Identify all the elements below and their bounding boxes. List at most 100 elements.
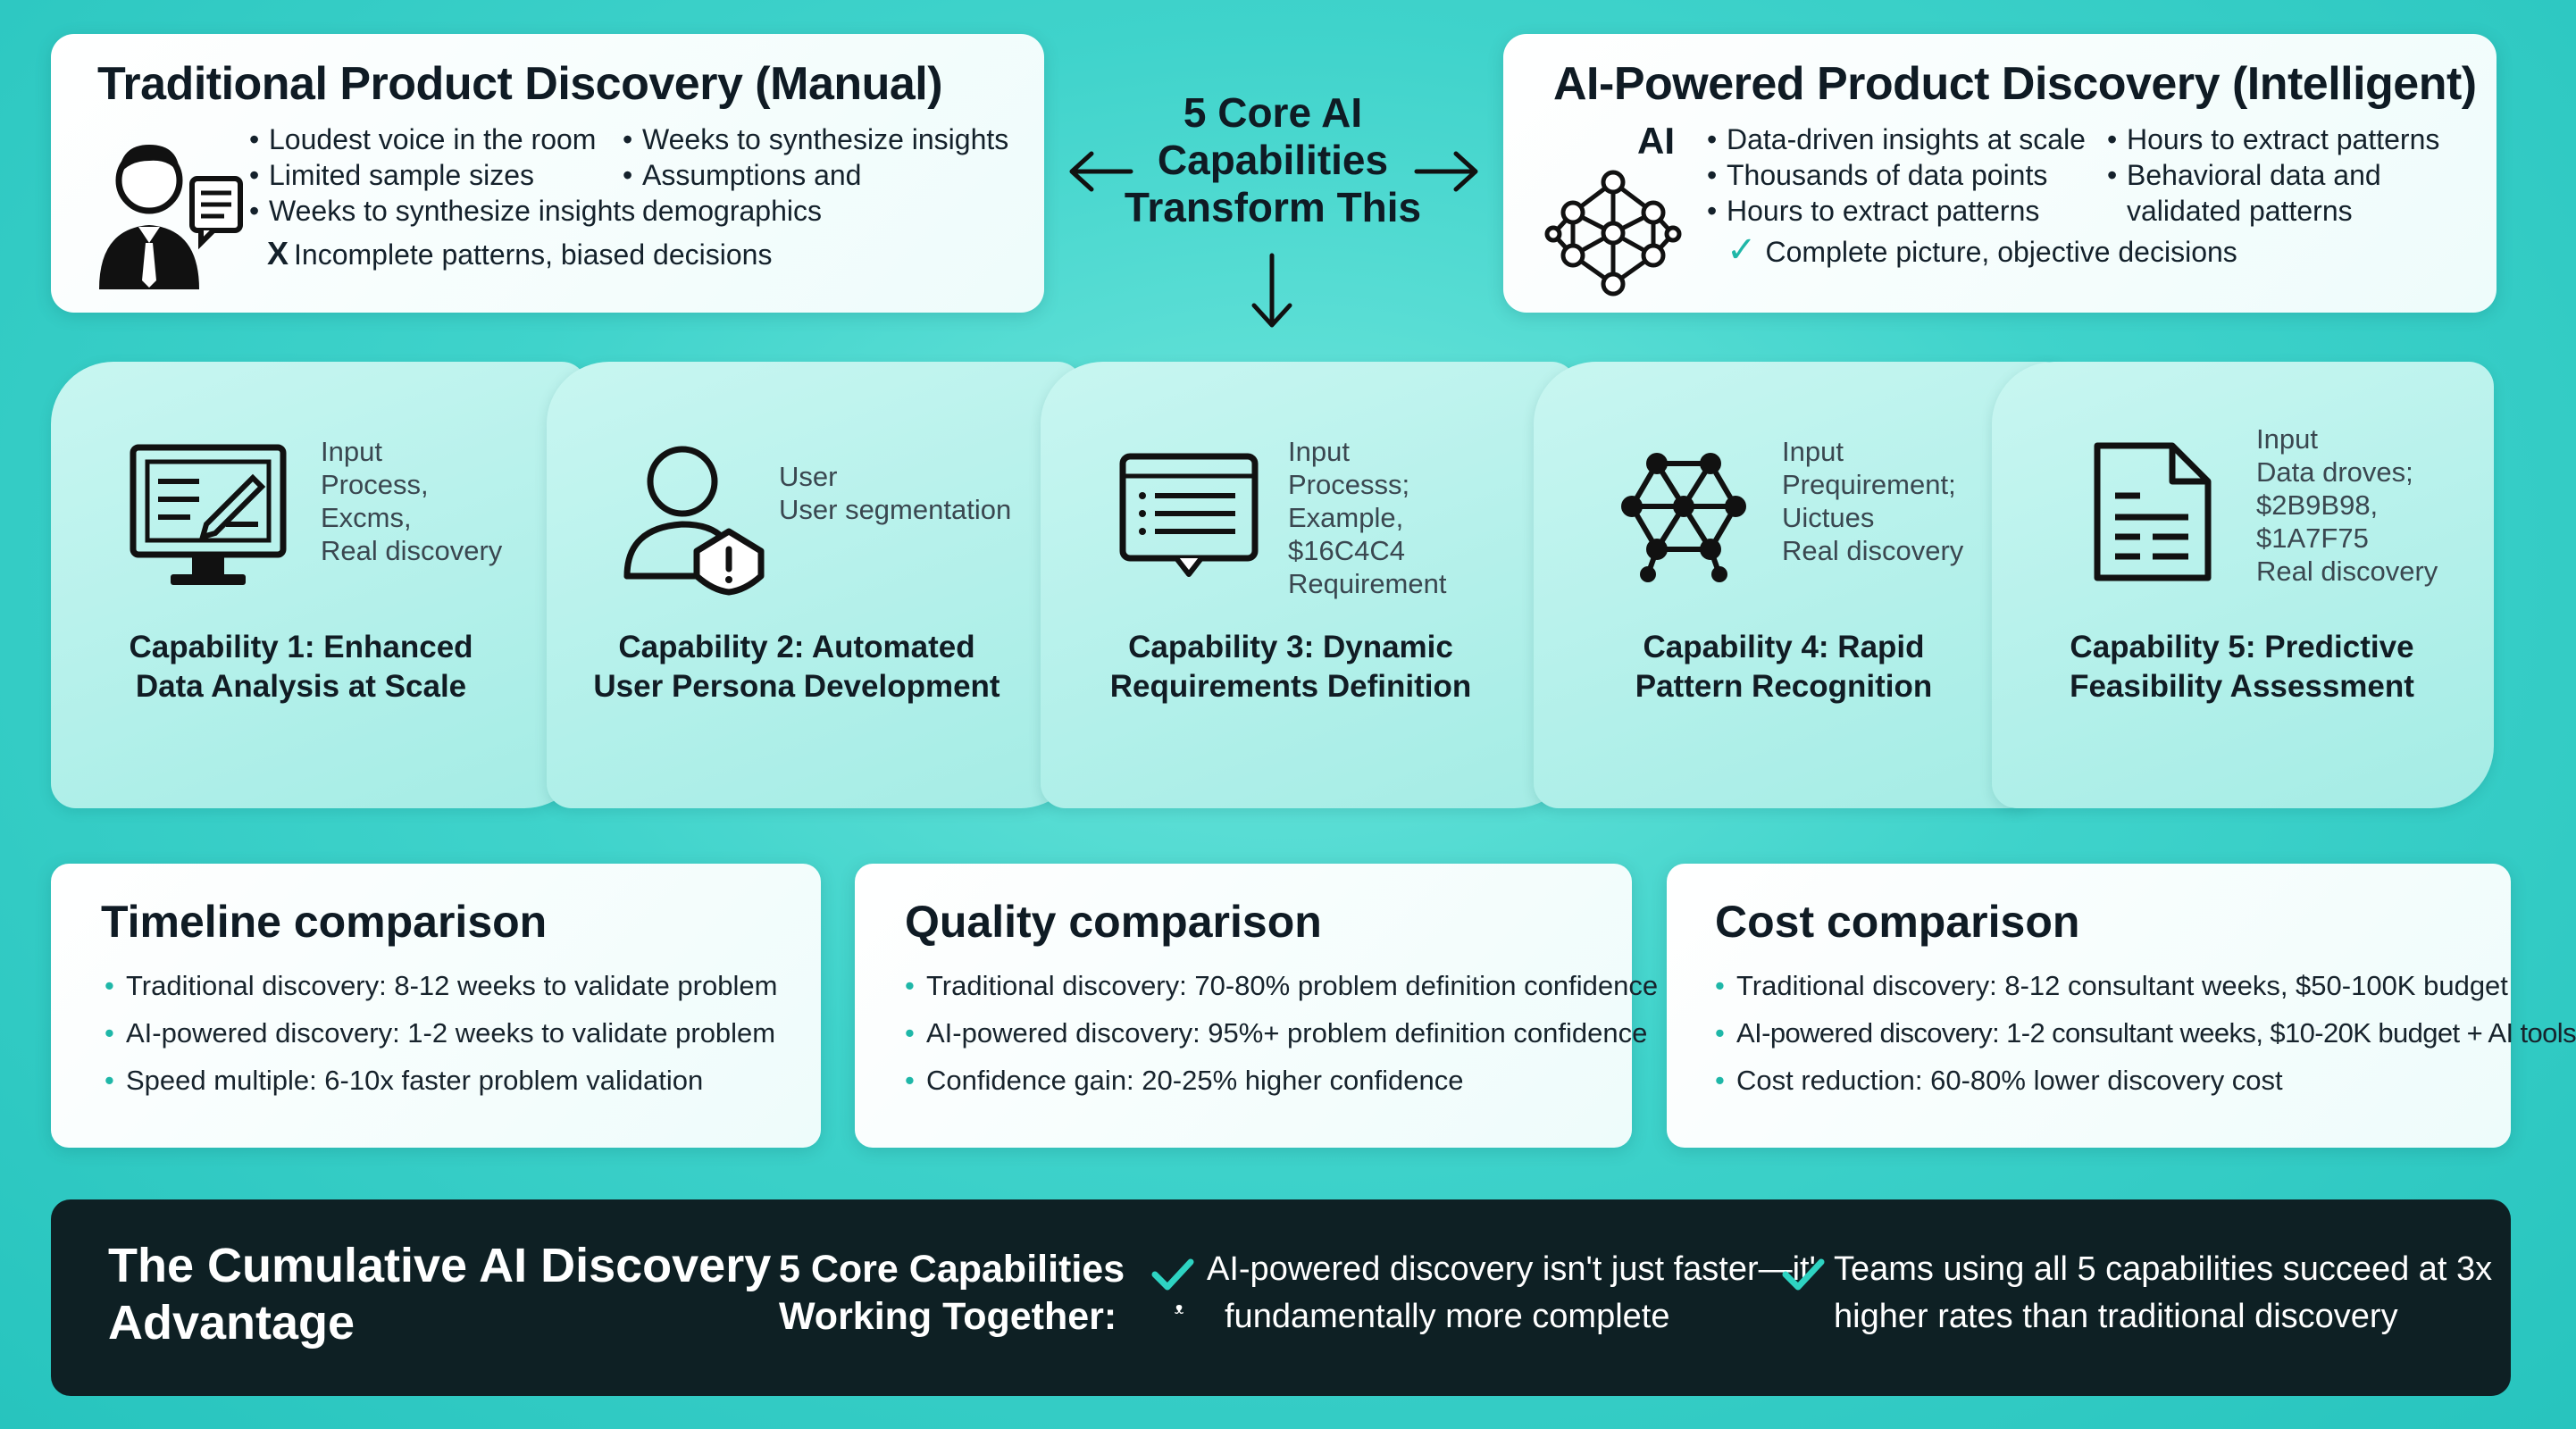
ai-result: ✓Complete picture, objective decisions (1727, 232, 2237, 270)
center-line: Transform This (1124, 184, 1422, 230)
list-item-continuation: validated patterns (2127, 195, 2353, 227)
arrow-down-icon (1251, 253, 1292, 328)
check-icon (1782, 1258, 1825, 1291)
ai-badge: AI (1637, 120, 1675, 162)
capability-title: Capability 3: Dynamic Requirements Defin… (1058, 628, 1523, 706)
center-line: Capabilities (1157, 137, 1389, 183)
capability-title-line: Data Analysis at Scale (135, 669, 467, 704)
check-icon (1151, 1258, 1194, 1291)
capability-title: Capability 5: Predictive Feasibility Ass… (1992, 628, 2492, 706)
note-line: Input (2256, 423, 2318, 455)
ai-list-1: Data-driven insights at scale Thousands … (1707, 121, 2086, 229)
banner-point-2: Teams using all 5 capabilities succeed a… (1834, 1246, 2492, 1341)
stray-glyph: ᵜ (1175, 1298, 1184, 1325)
capability-title: Capability 1: Enhanced Data Analysis at … (69, 628, 533, 706)
banner-title-line: Advantage (108, 1296, 355, 1350)
traditional-panel: Traditional Product Discovery (Manual) L… (51, 34, 1044, 313)
capability-title-line: Capability 2: Automated (618, 630, 975, 664)
note-line: Real discovery (1782, 535, 1964, 566)
banner-point-line: AI-powered discovery isn't just faster—i… (1207, 1250, 1816, 1288)
center-label: 5 Core AI Capabilities Transform This (1076, 89, 1469, 231)
list-item: Loudest voice in the room (249, 121, 635, 157)
note-line: Prequirement; (1782, 469, 1956, 500)
list-item: AI-powered discovery: 95%+ problem defin… (905, 1009, 1658, 1057)
list-item: AI-powered discovery: 1-2 consultant wee… (1715, 1009, 2576, 1057)
capability-tile-4: Input Prequirement; Uictues Real discove… (1534, 362, 2070, 808)
note-line: Requirement (1288, 568, 1447, 599)
capability-title-line: Feasibility Assessment (2070, 669, 2414, 704)
note-line: $16C4C4 (1288, 535, 1405, 566)
ai-list-2: Hours to extract patterns Behavioral dat… (2107, 121, 2439, 229)
list-item: AI-powered discovery: 1-2 weeks to valid… (105, 1009, 777, 1057)
cost-comparison-card: Cost comparison Traditional discovery: 8… (1667, 864, 2576, 1148)
neural-network-icon (1621, 453, 1746, 582)
note-line: Input (321, 436, 382, 467)
capability-notes: Input Data droves; $2B9B98, $1A7F75 Real… (2256, 422, 2438, 588)
banner-point-line: Teams using all 5 capabilities succeed a… (1834, 1250, 2493, 1288)
timeline-comparison-card: Timeline comparison Traditional discover… (51, 864, 821, 1148)
x-icon: X (267, 235, 289, 272)
note-line: Example, (1288, 502, 1404, 533)
banner-point-line: fundamentally more complete (1225, 1298, 1670, 1335)
list-item: Hours to extract patterns (2107, 121, 2439, 157)
list-item: Traditional discovery: 8-12 weeks to val… (105, 962, 777, 1009)
note-line: Input (1782, 436, 1844, 467)
capability-notes: Input Process, Excms, Real discovery (321, 435, 502, 567)
note-line: User (779, 461, 838, 492)
requirements-list-icon (1119, 453, 1259, 577)
user-persona-icon (623, 446, 765, 596)
note-line: Process, (321, 469, 429, 500)
capability-title-line: Capability 4: Rapid (1643, 630, 1925, 664)
banner-point-line-wrap: ᵜ fundamentally more complete (1175, 1293, 1816, 1341)
banner-subtitle-line: Working Together: (779, 1295, 1117, 1338)
capability-title: Capability 2: Automated User Persona Dev… (565, 628, 1029, 706)
list-item: Confidence gain: 20-25% higher confidenc… (905, 1057, 1658, 1104)
capability-title-line: Capability 3: Dynamic (1128, 630, 1453, 664)
list-item: Assumptions and demographics (623, 157, 1044, 229)
ai-panel: AI-Powered Product Discovery (Intelligen… (1503, 34, 2497, 313)
list-item: Weeks to synthesize insights (623, 121, 1044, 157)
traditional-result-text: Incomplete patterns, biased decisions (294, 238, 773, 271)
quality-list: Traditional discovery: 70-80% problem de… (905, 962, 1658, 1104)
capability-title-line: Pattern Recognition (1635, 669, 1933, 704)
traditional-list-1: Loudest voice in the room Limited sample… (249, 121, 635, 229)
banner-point-line: higher rates than traditional discovery (1834, 1298, 2398, 1335)
note-line: Real discovery (2256, 556, 2438, 587)
banner-title-line: The Cumulative AI Discovery (108, 1239, 772, 1292)
arrow-left-icon (1069, 151, 1133, 192)
banner-subtitle: 5 Core Capabilities Working Together: (779, 1246, 1125, 1341)
capability-tile-1: Input Process, Excms, Real discovery Cap… (51, 362, 587, 808)
note-line: Data droves; (2256, 456, 2413, 488)
note-line: Processs; (1288, 469, 1410, 500)
list-item: Thousands of data points (1707, 157, 2086, 193)
quality-title: Quality comparison (905, 897, 1322, 947)
list-item: Behavioral data and (2107, 157, 2439, 193)
traditional-title: Traditional Product Discovery (Manual) (97, 58, 943, 110)
arrow-right-icon (1414, 151, 1478, 192)
cost-title: Cost comparison (1715, 897, 2080, 947)
quality-comparison-card: Quality comparison Traditional discovery… (855, 864, 1658, 1148)
document-icon (2094, 442, 2212, 581)
capability-title-line: User Persona Development (593, 669, 1000, 704)
note-line: User segmentation (779, 494, 1012, 525)
note-line: Real discovery (321, 535, 503, 566)
list-item: Traditional discovery: 70-80% problem de… (905, 962, 1658, 1009)
timeline-list: Traditional discovery: 8-12 weeks to val… (105, 962, 777, 1104)
cost-list: Traditional discovery: 8-12 consultant w… (1715, 962, 2576, 1104)
center-line: 5 Core AI (1183, 89, 1363, 136)
capability-tile-5: Input Data droves; $2B9B98, $1A7F75 Real… (1992, 362, 2494, 808)
capability-tile-2: User User segmentation Capability 2: Aut… (547, 362, 1083, 808)
ai-title: AI-Powered Product Discovery (Intelligen… (1553, 58, 2477, 110)
banner-title: The Cumulative AI Discovery Advantage (108, 1237, 771, 1351)
capability-notes: Input Prequirement; Uictues Real discove… (1782, 435, 1963, 567)
list-item: Hours to extract patterns (1707, 193, 2086, 229)
capability-notes: Input Processs; Example, $16C4C4 Require… (1288, 435, 1446, 600)
ai-result-text: Complete picture, objective decisions (1765, 236, 2237, 268)
monitor-chart-icon (130, 444, 287, 585)
capability-title-line: Capability 1: Enhanced (129, 630, 473, 664)
list-item: Weeks to synthesize insights (249, 193, 635, 229)
person-speech-icon (99, 145, 243, 289)
capability-tile-3: Input Processs; Example, $16C4C4 Require… (1041, 362, 1577, 808)
capability-notes: User User segmentation (779, 460, 1011, 526)
